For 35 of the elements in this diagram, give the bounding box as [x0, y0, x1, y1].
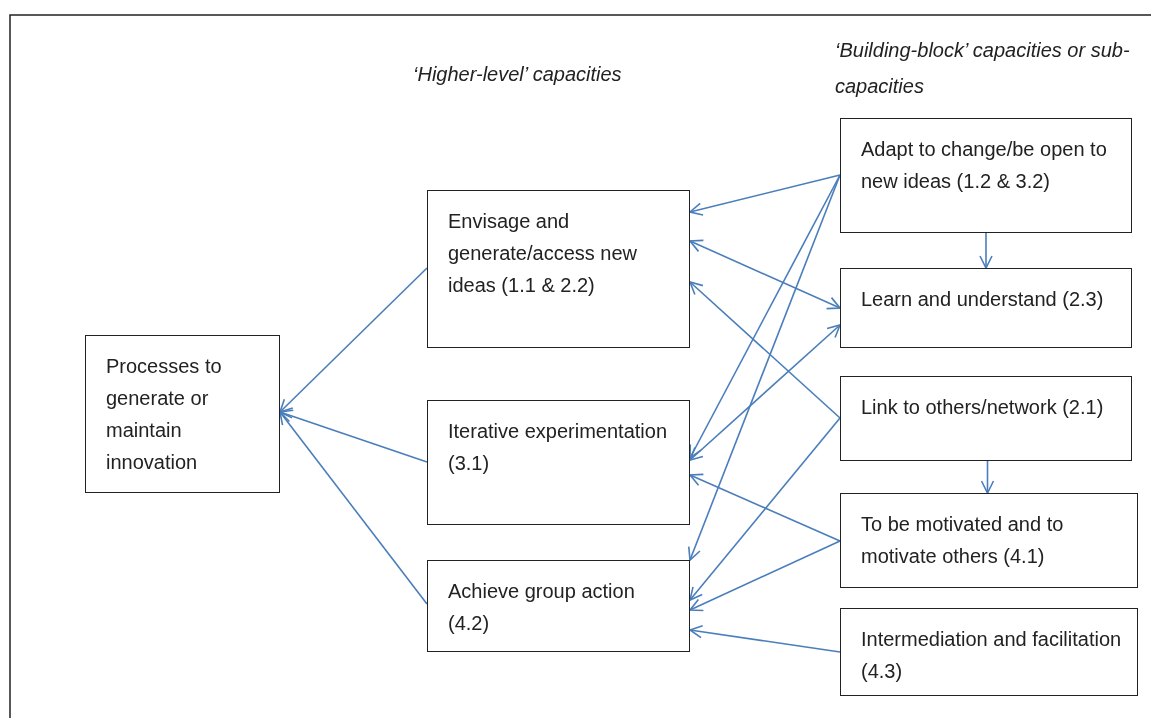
column-heading: ‘Higher-level’ capacities	[413, 62, 623, 87]
box-text: Processes to generate or maintain innovation	[106, 354, 223, 475]
box-text: To be motivated and to motivate others (4.1)	[861, 512, 1065, 569]
capacity-box	[427, 190, 690, 348]
arrow	[689, 473, 841, 542]
arrow	[279, 411, 428, 605]
box-text: Intermediation and facilitation (4.3)	[861, 627, 1123, 684]
capacity-box	[840, 493, 1138, 588]
capacity-box	[840, 268, 1132, 348]
arrow	[689, 281, 841, 419]
capacity-box	[427, 560, 690, 652]
arrow	[979, 232, 993, 269]
arrow	[689, 324, 841, 461]
capacity-box	[840, 118, 1132, 233]
box-text: Link to others/network (2.1)	[861, 395, 1105, 420]
arrow	[689, 174, 841, 216]
arrow	[279, 409, 428, 463]
box-text: Learn and understand (2.3)	[861, 287, 1105, 312]
box-text: Achieve group action (4.2)	[448, 579, 636, 636]
arrow	[689, 174, 841, 459]
arrow	[689, 417, 841, 601]
arrow	[980, 460, 995, 494]
capacity-box	[85, 335, 280, 493]
box-text: Adapt to change/be open to new ideas (1.2 & 3.2)	[861, 137, 1108, 194]
arrow	[689, 625, 841, 653]
arrow	[687, 174, 841, 561]
arrow	[279, 267, 428, 413]
box-text: Iterative experimentation (3.1)	[448, 419, 668, 476]
arrow	[689, 540, 841, 612]
capacity-box	[840, 376, 1132, 461]
capacity-box	[427, 400, 690, 525]
capacity-box	[840, 608, 1138, 696]
arrow	[689, 239, 841, 310]
column-heading: ‘Building-block’ capacities or sub-capacities	[835, 38, 1131, 99]
box-text: Envisage and generate/access new ideas (1.1 & 2.2)	[448, 209, 638, 298]
